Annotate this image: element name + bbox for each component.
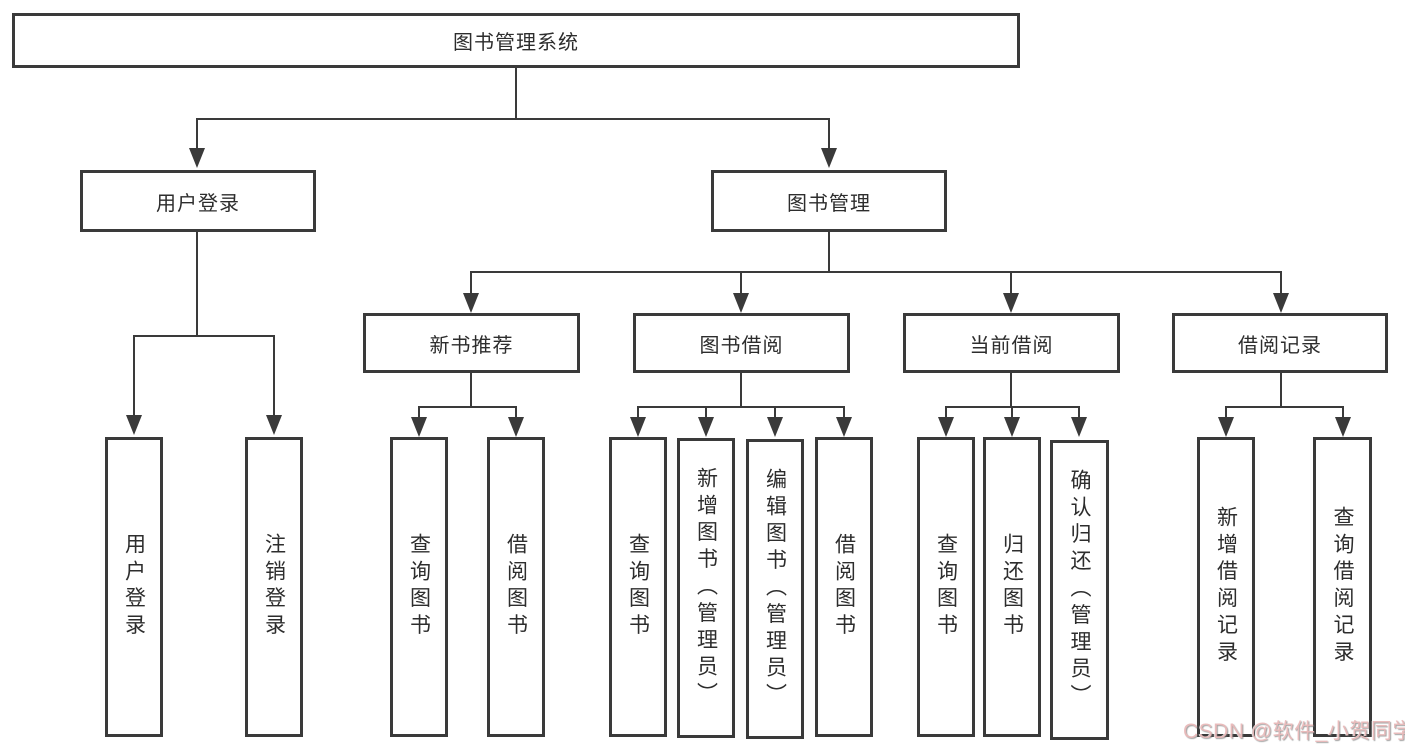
connector-borrowing-trunk xyxy=(740,373,742,408)
arrow-user-login xyxy=(189,148,205,168)
arrow-new-books xyxy=(463,293,479,313)
arrow-borrow-books-b xyxy=(508,417,524,437)
connector-drop-query-books-c xyxy=(637,406,639,419)
connector-user-login-trunk xyxy=(196,232,198,336)
arrow-query-record xyxy=(1335,417,1351,437)
node-new-book-recommendation: 新书推荐 xyxy=(363,313,580,373)
connector-drop-query-books-d xyxy=(945,406,947,419)
connector-drop-return-books xyxy=(1011,406,1013,419)
connector-current-trunk xyxy=(1010,373,1012,408)
arrow-query-books-b xyxy=(411,417,427,437)
node-book-management: 图书管理 xyxy=(711,170,947,232)
leaf-query-books-current: 查询图书 xyxy=(917,437,975,737)
connector-drop-query-record xyxy=(1342,406,1344,419)
connector-drop-edit-books xyxy=(774,406,776,419)
connector-records-bar xyxy=(1225,406,1343,408)
connector-drop-add-books xyxy=(705,406,707,419)
connector-drop-query-books-b xyxy=(418,406,420,419)
connector-drop-borrow-books-c xyxy=(843,406,845,419)
connector-drop-borrowing xyxy=(740,271,742,295)
arrow-return-books xyxy=(1004,417,1020,437)
arrow-book-mgmt xyxy=(821,148,837,168)
node-borrowing-records: 借阅记录 xyxy=(1172,313,1388,373)
connector-drop-new-books xyxy=(470,271,472,295)
connector-drop-book-mgmt xyxy=(828,118,830,150)
leaf-add-books-admin: 新增图书（管理员） xyxy=(677,438,735,738)
leaf-user-login: 用户登录 xyxy=(105,437,163,737)
connector-user-login-bar xyxy=(133,335,275,337)
connector-drop-leaf-login xyxy=(133,335,135,417)
connector-new-books-trunk xyxy=(470,373,472,408)
connector-drop-records xyxy=(1280,271,1282,295)
arrow-add-books xyxy=(698,417,714,437)
leaf-query-borrow-record: 查询借阅记录 xyxy=(1313,437,1372,737)
leaf-confirm-return-admin: 确认归还（管理员） xyxy=(1050,440,1109,740)
leaf-return-books: 归还图书 xyxy=(983,437,1041,737)
leaf-logout: 注销登录 xyxy=(245,437,303,737)
leaf-borrow-books-borrowing: 借阅图书 xyxy=(815,437,873,737)
connector-drop-leaf-logout xyxy=(273,335,275,417)
connector-records-trunk xyxy=(1280,373,1282,408)
connector-drop-add-record xyxy=(1225,406,1227,419)
connector-new-books-bar xyxy=(418,406,517,408)
arrow-leaf-login xyxy=(126,415,142,435)
node-book-borrowing: 图书借阅 xyxy=(633,313,850,373)
arrow-leaf-logout xyxy=(266,415,282,435)
csdn-watermark: CSDN @软件_小贺同学 xyxy=(1183,720,1405,743)
arrow-query-books-d xyxy=(938,417,954,437)
connector-drop-user-login xyxy=(196,118,198,150)
connector-level3-bar xyxy=(470,271,1282,273)
arrow-borrow-books-c xyxy=(836,417,852,437)
connector-book-mgmt-trunk xyxy=(828,232,830,273)
arrow-edit-books xyxy=(767,417,783,437)
leaf-query-books-recommend: 查询图书 xyxy=(390,437,448,737)
node-user-login: 用户登录 xyxy=(80,170,316,232)
leaf-edit-books-admin: 编辑图书（管理员） xyxy=(746,439,804,739)
connector-drop-borrow-books-b xyxy=(515,406,517,419)
connector-borrowing-bar xyxy=(637,406,845,408)
arrow-query-books-c xyxy=(630,417,646,437)
arrow-add-record xyxy=(1218,417,1234,437)
connector-level2-bar xyxy=(196,118,830,120)
node-current-borrowing: 当前借阅 xyxy=(903,313,1120,373)
arrow-borrowing xyxy=(733,293,749,313)
connector-drop-confirm-return xyxy=(1078,406,1080,419)
connector-root-trunk xyxy=(515,68,517,120)
leaf-add-borrow-record: 新增借阅记录 xyxy=(1197,437,1255,737)
leaf-borrow-books-recommend: 借阅图书 xyxy=(487,437,545,737)
arrow-current xyxy=(1003,293,1019,313)
arrow-records xyxy=(1273,293,1289,313)
connector-drop-current xyxy=(1010,271,1012,295)
arrow-confirm-return xyxy=(1071,417,1087,437)
leaf-query-books-borrowing: 查询图书 xyxy=(609,437,667,737)
node-library-management-system: 图书管理系统 xyxy=(12,13,1020,68)
